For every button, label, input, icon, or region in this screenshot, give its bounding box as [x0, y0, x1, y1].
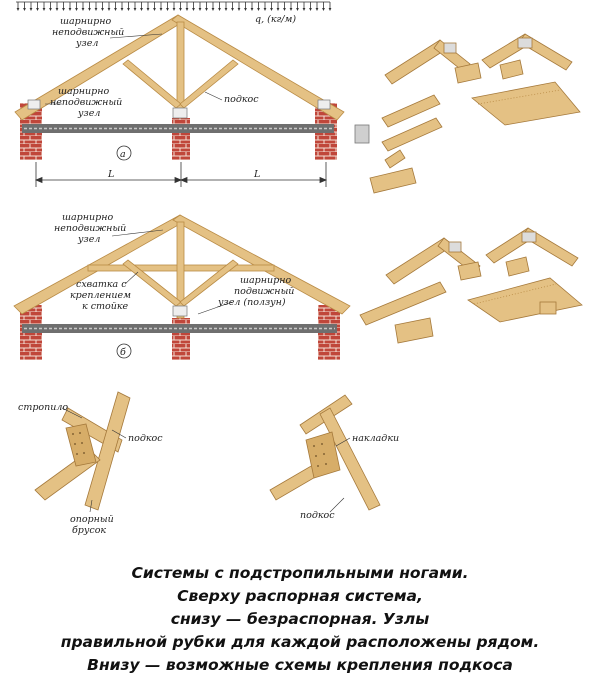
rafter-right	[171, 14, 345, 121]
strut-right	[179, 59, 239, 109]
load-arrow-head	[218, 8, 221, 11]
label-strut-left: подкос	[128, 433, 163, 444]
node-plate-middle	[172, 107, 188, 119]
load-arrow-head	[42, 8, 46, 11]
load-arrow-head	[62, 8, 65, 11]
load-arrow-head	[328, 8, 332, 11]
label-rafter: стропило	[18, 402, 68, 413]
load-arrow-head	[140, 8, 143, 11]
caption-line-2: Сверху распорная система,	[177, 587, 423, 605]
joint-illustrations-top	[354, 33, 581, 194]
load-arrow-head	[224, 8, 228, 11]
label-load: q, (кг/м)	[255, 14, 296, 25]
node-plate-right	[317, 99, 331, 110]
load-arrow-head	[309, 8, 312, 11]
load-arrow-head	[276, 8, 280, 11]
load-arrow-head	[179, 8, 182, 11]
strut-detail-right: накладки подкос	[269, 394, 399, 521]
scheme-a-marker	[116, 145, 132, 161]
load-arrow-head	[322, 8, 325, 11]
load-arrow-head	[263, 8, 267, 11]
caption-line-1: Системы с подстропильными ногами.	[131, 564, 469, 582]
load-arrow-head	[159, 8, 163, 11]
load-arrow-head	[315, 8, 319, 11]
label-slider-node: шарнирно подвижный узел (ползун)	[217, 275, 297, 308]
post-b	[176, 221, 185, 319]
label-strut-right: подкос	[300, 510, 335, 521]
load-arrow-head	[289, 8, 293, 11]
scheme-a: L L а шарнирно неподвижный узел q, (кг/м…	[14, 1, 345, 187]
load-arrow-head	[211, 8, 215, 11]
load-arrow-head	[16, 8, 20, 11]
load-arrow-head	[88, 8, 91, 11]
load-arrow-head	[172, 8, 176, 11]
load-arrow-head	[23, 8, 26, 11]
load-arrow-head	[36, 8, 39, 11]
scheme-b-marker	[116, 343, 132, 359]
load-arrow-head	[94, 8, 98, 11]
caption: Системы с подстропильными ногами. Сверху…	[0, 562, 600, 677]
span-label-right: L	[253, 169, 260, 180]
span-label-left: L	[107, 169, 114, 180]
label-support-bar: опорный брусок	[70, 514, 117, 536]
load-arrow-head	[127, 8, 130, 11]
load-arrow-head	[166, 8, 169, 11]
strut-right-b	[179, 259, 239, 307]
load-arrows	[16, 1, 332, 11]
load-arrow-head	[55, 8, 59, 11]
load-arrow-head	[133, 8, 137, 11]
scheme-a-marker-label: а	[120, 149, 126, 160]
label-top-node-a: шарнирно неподвижный узел	[52, 16, 127, 49]
load-arrow-head	[231, 8, 234, 11]
strut-left-b	[122, 259, 182, 307]
load-arrow-head	[270, 8, 273, 11]
load-arrow-head	[185, 8, 189, 11]
load-arrow-head	[107, 8, 111, 11]
floor-beam	[22, 124, 334, 133]
caption-line-4: правильной рубки для каждой расположены …	[60, 633, 540, 651]
load-arrow-head	[120, 8, 124, 11]
joint-illustrations-bottom	[359, 227, 583, 344]
load-arrow-head	[29, 8, 33, 11]
load-arrow-head	[81, 8, 85, 11]
label-left-node-a: шарнирно неподвижный узел	[50, 86, 125, 119]
load-arrow-head	[49, 8, 52, 11]
label-strut-a: подкос	[224, 94, 259, 105]
load-arrow-head	[257, 8, 260, 11]
label-top-node-b: шарнирно неподвижный узел	[54, 212, 129, 245]
load-arrow-head	[198, 8, 202, 11]
scheme-b-marker-label: б	[120, 347, 126, 358]
strut-detail-left: стропило подкос опорный брусок	[18, 391, 163, 536]
load-arrow-head	[114, 8, 117, 11]
roof-truss-diagram: L L а шарнирно неподвижный узел q, (кг/м…	[13, 1, 583, 536]
load-arrow-head	[250, 8, 254, 11]
load-arrow-head	[192, 8, 195, 11]
strut-left	[122, 59, 182, 109]
rafter-right-b	[172, 214, 351, 315]
load-arrow-head	[75, 8, 78, 11]
load-arrow-head	[205, 8, 208, 11]
scheme-b: б шарнирно неподвижный узел схватка с кр…	[13, 212, 351, 360]
load-arrow-head	[101, 8, 104, 11]
load-arrow-head	[68, 8, 72, 11]
span-dimension	[34, 162, 328, 187]
load-arrow-head	[302, 8, 306, 11]
caption-line-5: Внизу — возможные схемы крепления подкос…	[87, 656, 513, 674]
load-arrow-head	[244, 8, 247, 11]
load-arrow-head	[296, 8, 299, 11]
node-plate-left	[27, 99, 41, 110]
load-arrow-head	[237, 8, 241, 11]
caption-line-3: снизу — безраспорная. Узлы	[170, 610, 430, 628]
label-tie: схватка с креплением к стойке	[70, 279, 134, 312]
load-arrow-head	[283, 8, 286, 11]
label-plates: накладки	[352, 433, 399, 444]
load-arrow-head	[146, 8, 150, 11]
load-arrow-head	[153, 8, 156, 11]
